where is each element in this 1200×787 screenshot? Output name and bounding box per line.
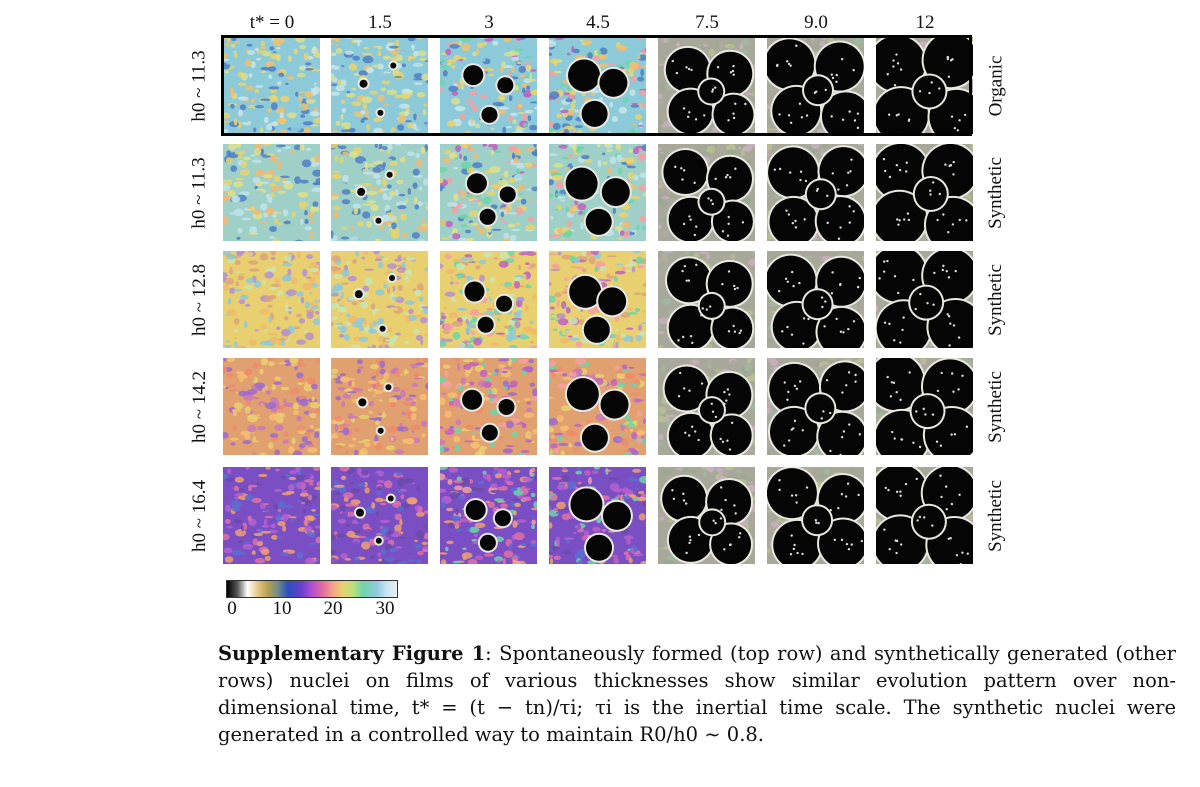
simulation-panel [549, 251, 646, 348]
film-type-label-text: Synthetic [985, 157, 1006, 229]
simulation-panel [658, 467, 755, 564]
simulation-panel [223, 467, 320, 564]
time-label: 12 [915, 12, 935, 33]
thickness-label: h0 ~ 12.8 [180, 247, 220, 353]
film-type-label-text: Organic [985, 55, 1007, 117]
simulation-panel [658, 144, 755, 241]
time-label: 9.0 [804, 12, 828, 33]
thickness-label: h0 ~ 16.4 [180, 463, 220, 569]
simulation-panel [658, 251, 755, 348]
simulation-panel [549, 467, 646, 564]
simulation-panel [876, 358, 973, 455]
simulation-panel [549, 358, 646, 455]
colorbar-tick: 10 [272, 598, 292, 619]
figure-caption: Supplementary Figure 1: Spontaneously fo… [218, 640, 1176, 748]
film-type-label: Synthetic [976, 247, 1016, 353]
thickness-label-text: h0 ~ 12.8 [189, 263, 210, 337]
thickness-label: h0 ~ 11.3 [180, 140, 220, 246]
time-label: 4.5 [586, 12, 610, 33]
simulation-panel [549, 144, 646, 241]
simulation-panel [223, 358, 320, 455]
simulation-panel [440, 358, 537, 455]
film-type-label: Organic [976, 33, 1016, 139]
time-label: 1.5 [368, 12, 392, 33]
thickness-label-text: h0 ~ 11.3 [189, 157, 211, 229]
caption-text: : Spontaneously formed (top row) and syn… [218, 642, 1177, 746]
simulation-panel [876, 144, 973, 241]
simulation-panel [767, 37, 864, 134]
thickness-label-text: h0 ~ 16.4 [189, 479, 210, 553]
film-type-label-text: Synthetic [985, 371, 1006, 443]
simulation-panel [767, 251, 864, 348]
colorbar [226, 580, 398, 598]
thickness-label: h0 ~ 11.3 [180, 33, 220, 139]
simulation-panel [331, 358, 428, 455]
simulation-panel [549, 37, 646, 134]
film-type-label-text: Synthetic [985, 264, 1006, 336]
simulation-panel [767, 358, 864, 455]
simulation-panel [440, 37, 537, 134]
simulation-panel [658, 358, 755, 455]
colorbar-tick: 30 [375, 598, 395, 619]
simulation-panel [876, 251, 973, 348]
simulation-panel [876, 467, 973, 564]
simulation-panel [658, 37, 755, 134]
film-type-label-text: Synthetic [985, 480, 1006, 552]
time-label: 7.5 [695, 12, 719, 33]
simulation-panel [440, 467, 537, 564]
time-label: t* = 0 [249, 12, 295, 33]
colorbar-tick: 0 [227, 598, 237, 619]
simulation-panel [331, 144, 428, 241]
simulation-panel [767, 144, 864, 241]
simulation-panel [767, 467, 864, 564]
simulation-panel [876, 37, 973, 134]
simulation-panel [223, 37, 320, 134]
simulation-panel [331, 467, 428, 564]
simulation-panel [440, 144, 537, 241]
thickness-label-text: h0 ~ 11.3 [189, 50, 211, 122]
thickness-label: h0 ~ 14.2 [180, 354, 220, 460]
film-type-label: Synthetic [976, 463, 1016, 569]
simulation-panel [223, 144, 320, 241]
time-label: 3 [484, 12, 494, 33]
film-type-label: Synthetic [976, 140, 1016, 246]
simulation-panel [331, 251, 428, 348]
film-type-label: Synthetic [976, 354, 1016, 460]
simulation-panel [223, 251, 320, 348]
simulation-panel [440, 251, 537, 348]
caption-label: Supplementary Figure 1 [218, 642, 486, 665]
thickness-label-text: h0 ~ 14.2 [189, 370, 210, 444]
simulation-panel [331, 37, 428, 134]
colorbar-tick: 20 [323, 598, 343, 619]
